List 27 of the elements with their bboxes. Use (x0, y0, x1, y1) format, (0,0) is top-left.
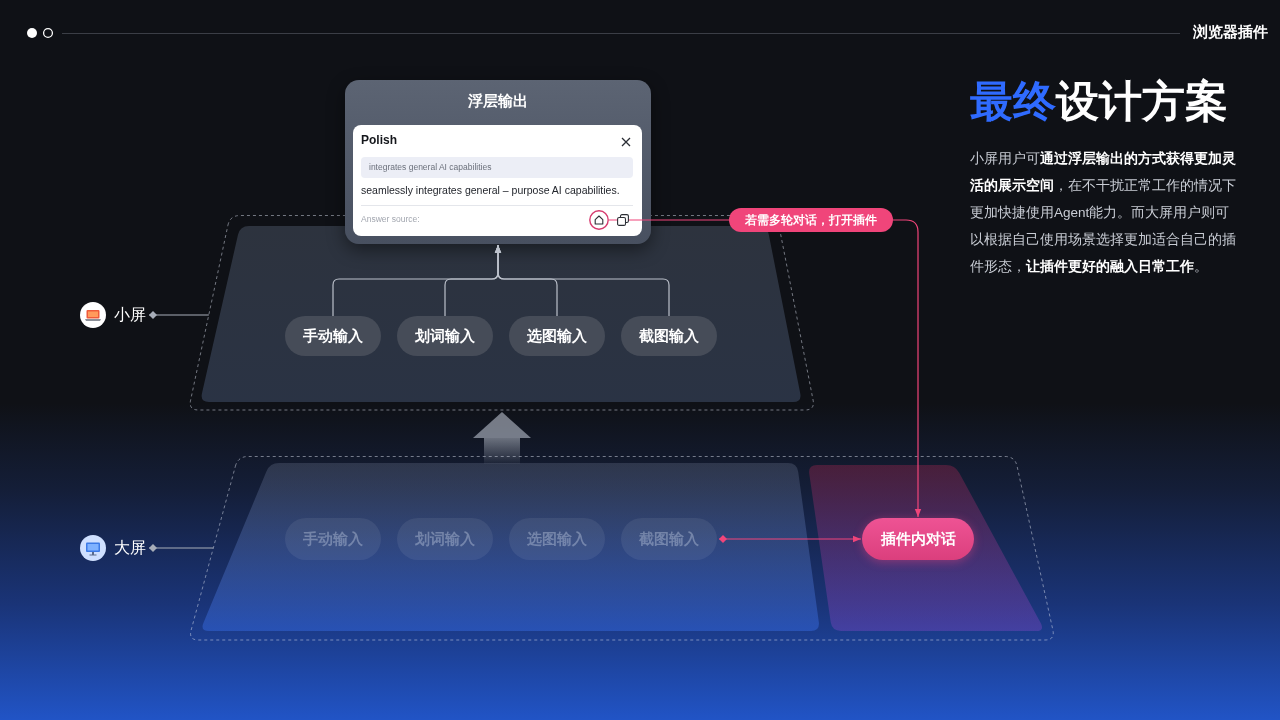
leader-line (148, 544, 214, 552)
input-mode-pill: 截图输入 (621, 316, 717, 356)
block-arrow (473, 412, 531, 464)
source-label: Answer source: (361, 214, 420, 224)
description-text: 小屏用户可通过浮层输出的方式获得更加灵活的展示空间，在不干扰正常工作的情况下更加快捷使用Agent能力。而大屏用户则可以根据自己使用场景选择更加适合自己的插件形态，让插件更好的融入日常工作。 (970, 150, 1237, 276)
layer-label: 大屏 (114, 538, 146, 558)
floating-panel (345, 80, 651, 244)
screen-layer (188, 215, 816, 411)
chat-pill: 插件内对话 (862, 518, 974, 560)
arrow (718, 535, 862, 543)
screen-layer (188, 456, 1056, 641)
input-mode-pill: 划词输入 (397, 316, 493, 356)
panel-title: 浮层输出 (467, 92, 529, 111)
input-panel (200, 463, 821, 632)
edge-label: 若需多轮对话，打开插件 (729, 208, 894, 232)
input-mode-pill: 选图输入 (509, 316, 605, 356)
page-title: 最终设计方案 (970, 76, 1228, 127)
result-text: seamlessly integrates general – purpose AI capabilities. (361, 184, 620, 196)
leader-line (148, 311, 210, 319)
home-icon (589, 210, 609, 230)
input-field: integrates general AI capabilities (361, 157, 633, 178)
popup-title: Polish (361, 133, 397, 147)
popup-card (353, 125, 642, 236)
arrow (494, 244, 670, 317)
header-label: 浏览器插件 (1193, 23, 1268, 42)
layer-label: 小屏 (114, 305, 146, 325)
input-mode-pill: 手动输入 (285, 316, 381, 356)
